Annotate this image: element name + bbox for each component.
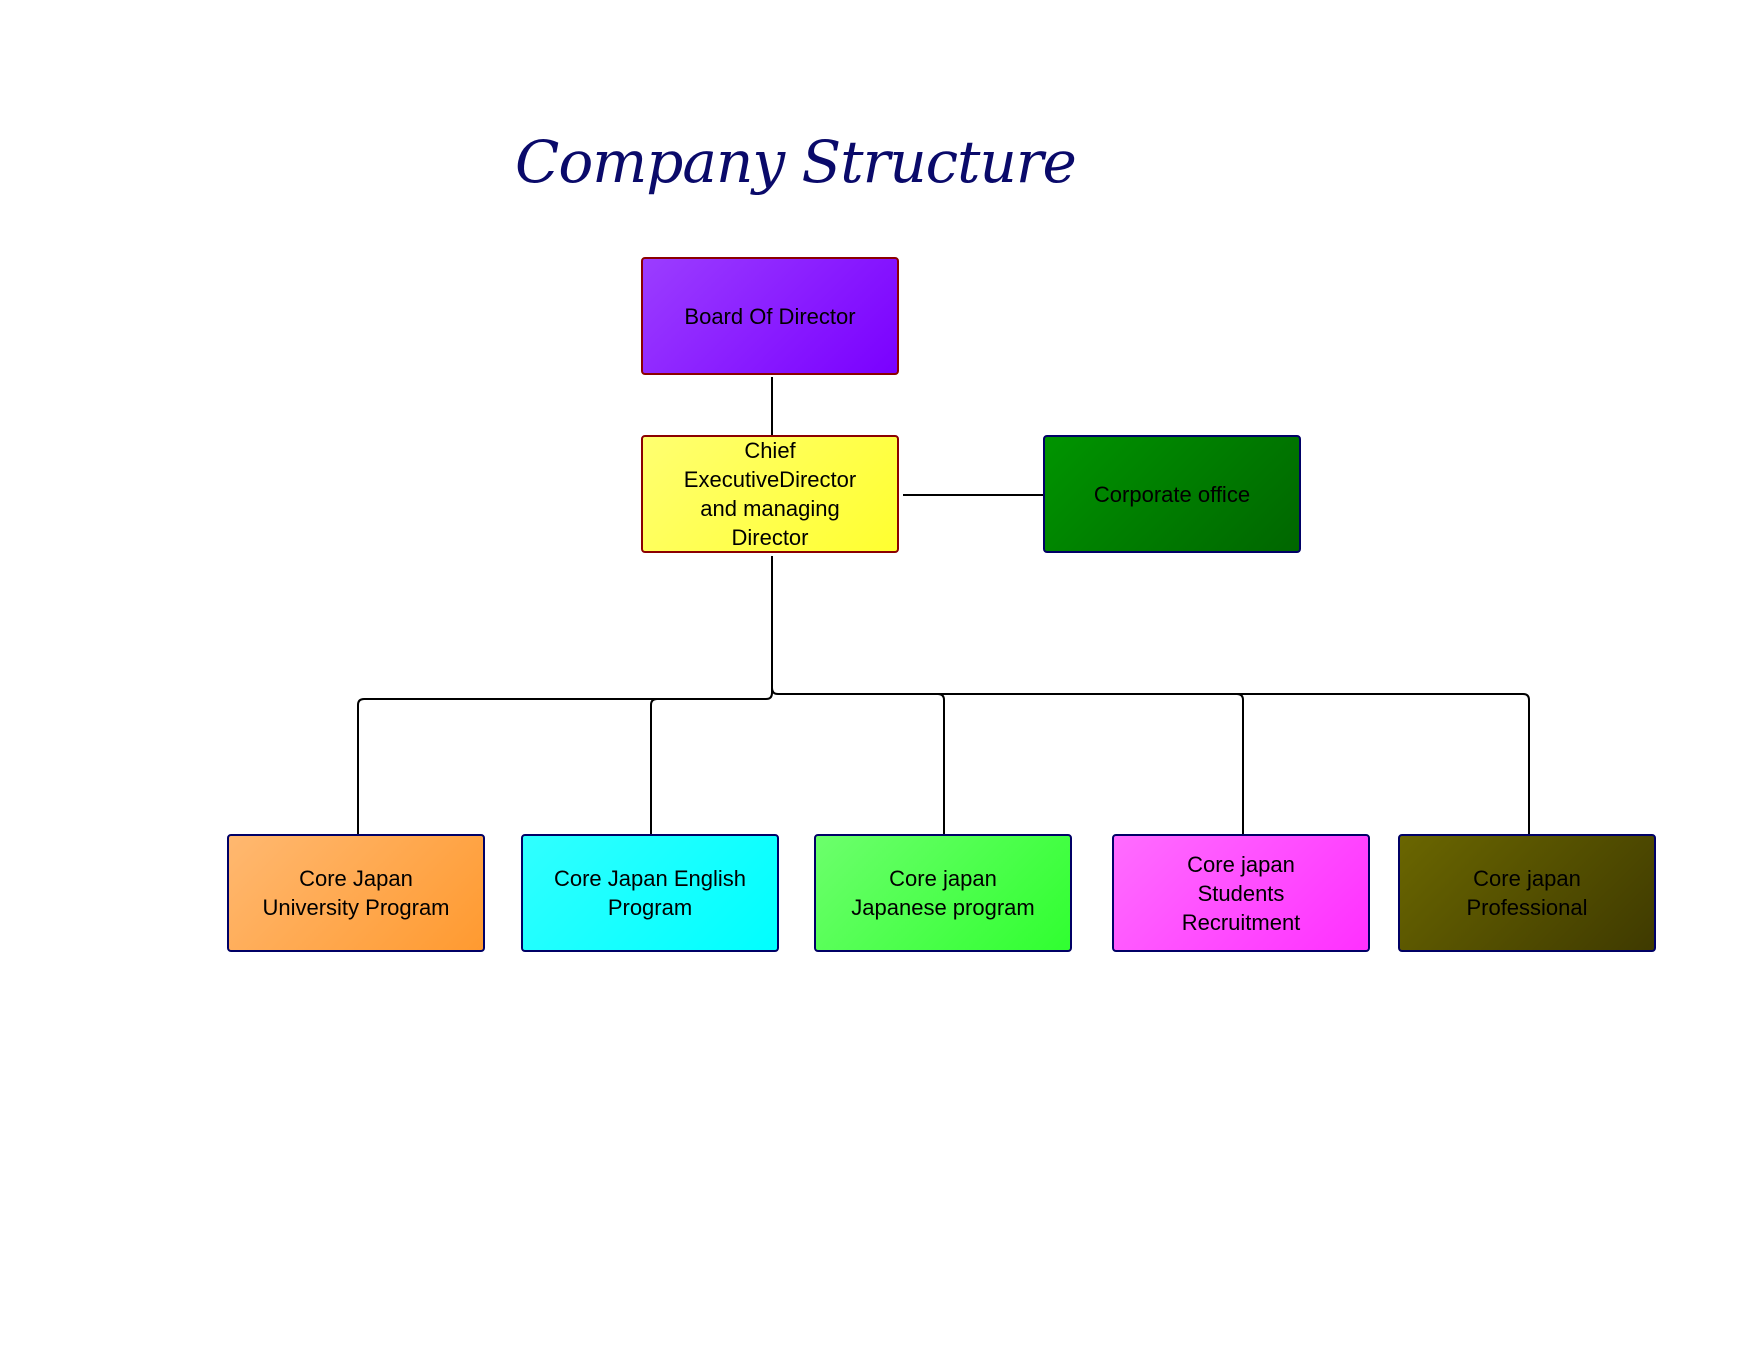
node-label: Board Of Director (684, 303, 856, 329)
node-label: Core Japan English Program (553, 866, 746, 920)
node-label: Core japan Japanese program (851, 866, 1035, 920)
node-ceo[interactable]: Chief ExecutiveDirector and managing Dir… (641, 435, 899, 553)
node-label: Corporate office (1093, 481, 1251, 507)
connector-japanese (937, 693, 945, 834)
chart-title: Company Structure (515, 128, 1077, 196)
connector-english (650, 698, 658, 834)
node-label: Core Japan University Program (262, 866, 450, 920)
node-professional[interactable]: Core japan Professional (1398, 834, 1656, 952)
node-english-program[interactable]: Core Japan English Program (521, 834, 779, 952)
node-university-program[interactable]: Core Japan University Program (227, 834, 485, 952)
connector-recruitment (1236, 693, 1244, 834)
node-corporate-office[interactable]: Corporate office (1043, 435, 1301, 553)
node-label: Core japan Professional (1466, 866, 1588, 920)
connector-ceo-left (357, 556, 773, 834)
node-label: Core japan Students Recruitment (1181, 851, 1301, 935)
connector-ceo-right (771, 687, 1530, 834)
node-japanese-program[interactable]: Core japan Japanese program (814, 834, 1072, 952)
node-label: Chief ExecutiveDirector and managing Dir… (683, 438, 857, 550)
node-board[interactable]: Board Of Director (641, 257, 899, 375)
node-students-recruitment[interactable]: Core japan Students Recruitment (1112, 834, 1370, 952)
